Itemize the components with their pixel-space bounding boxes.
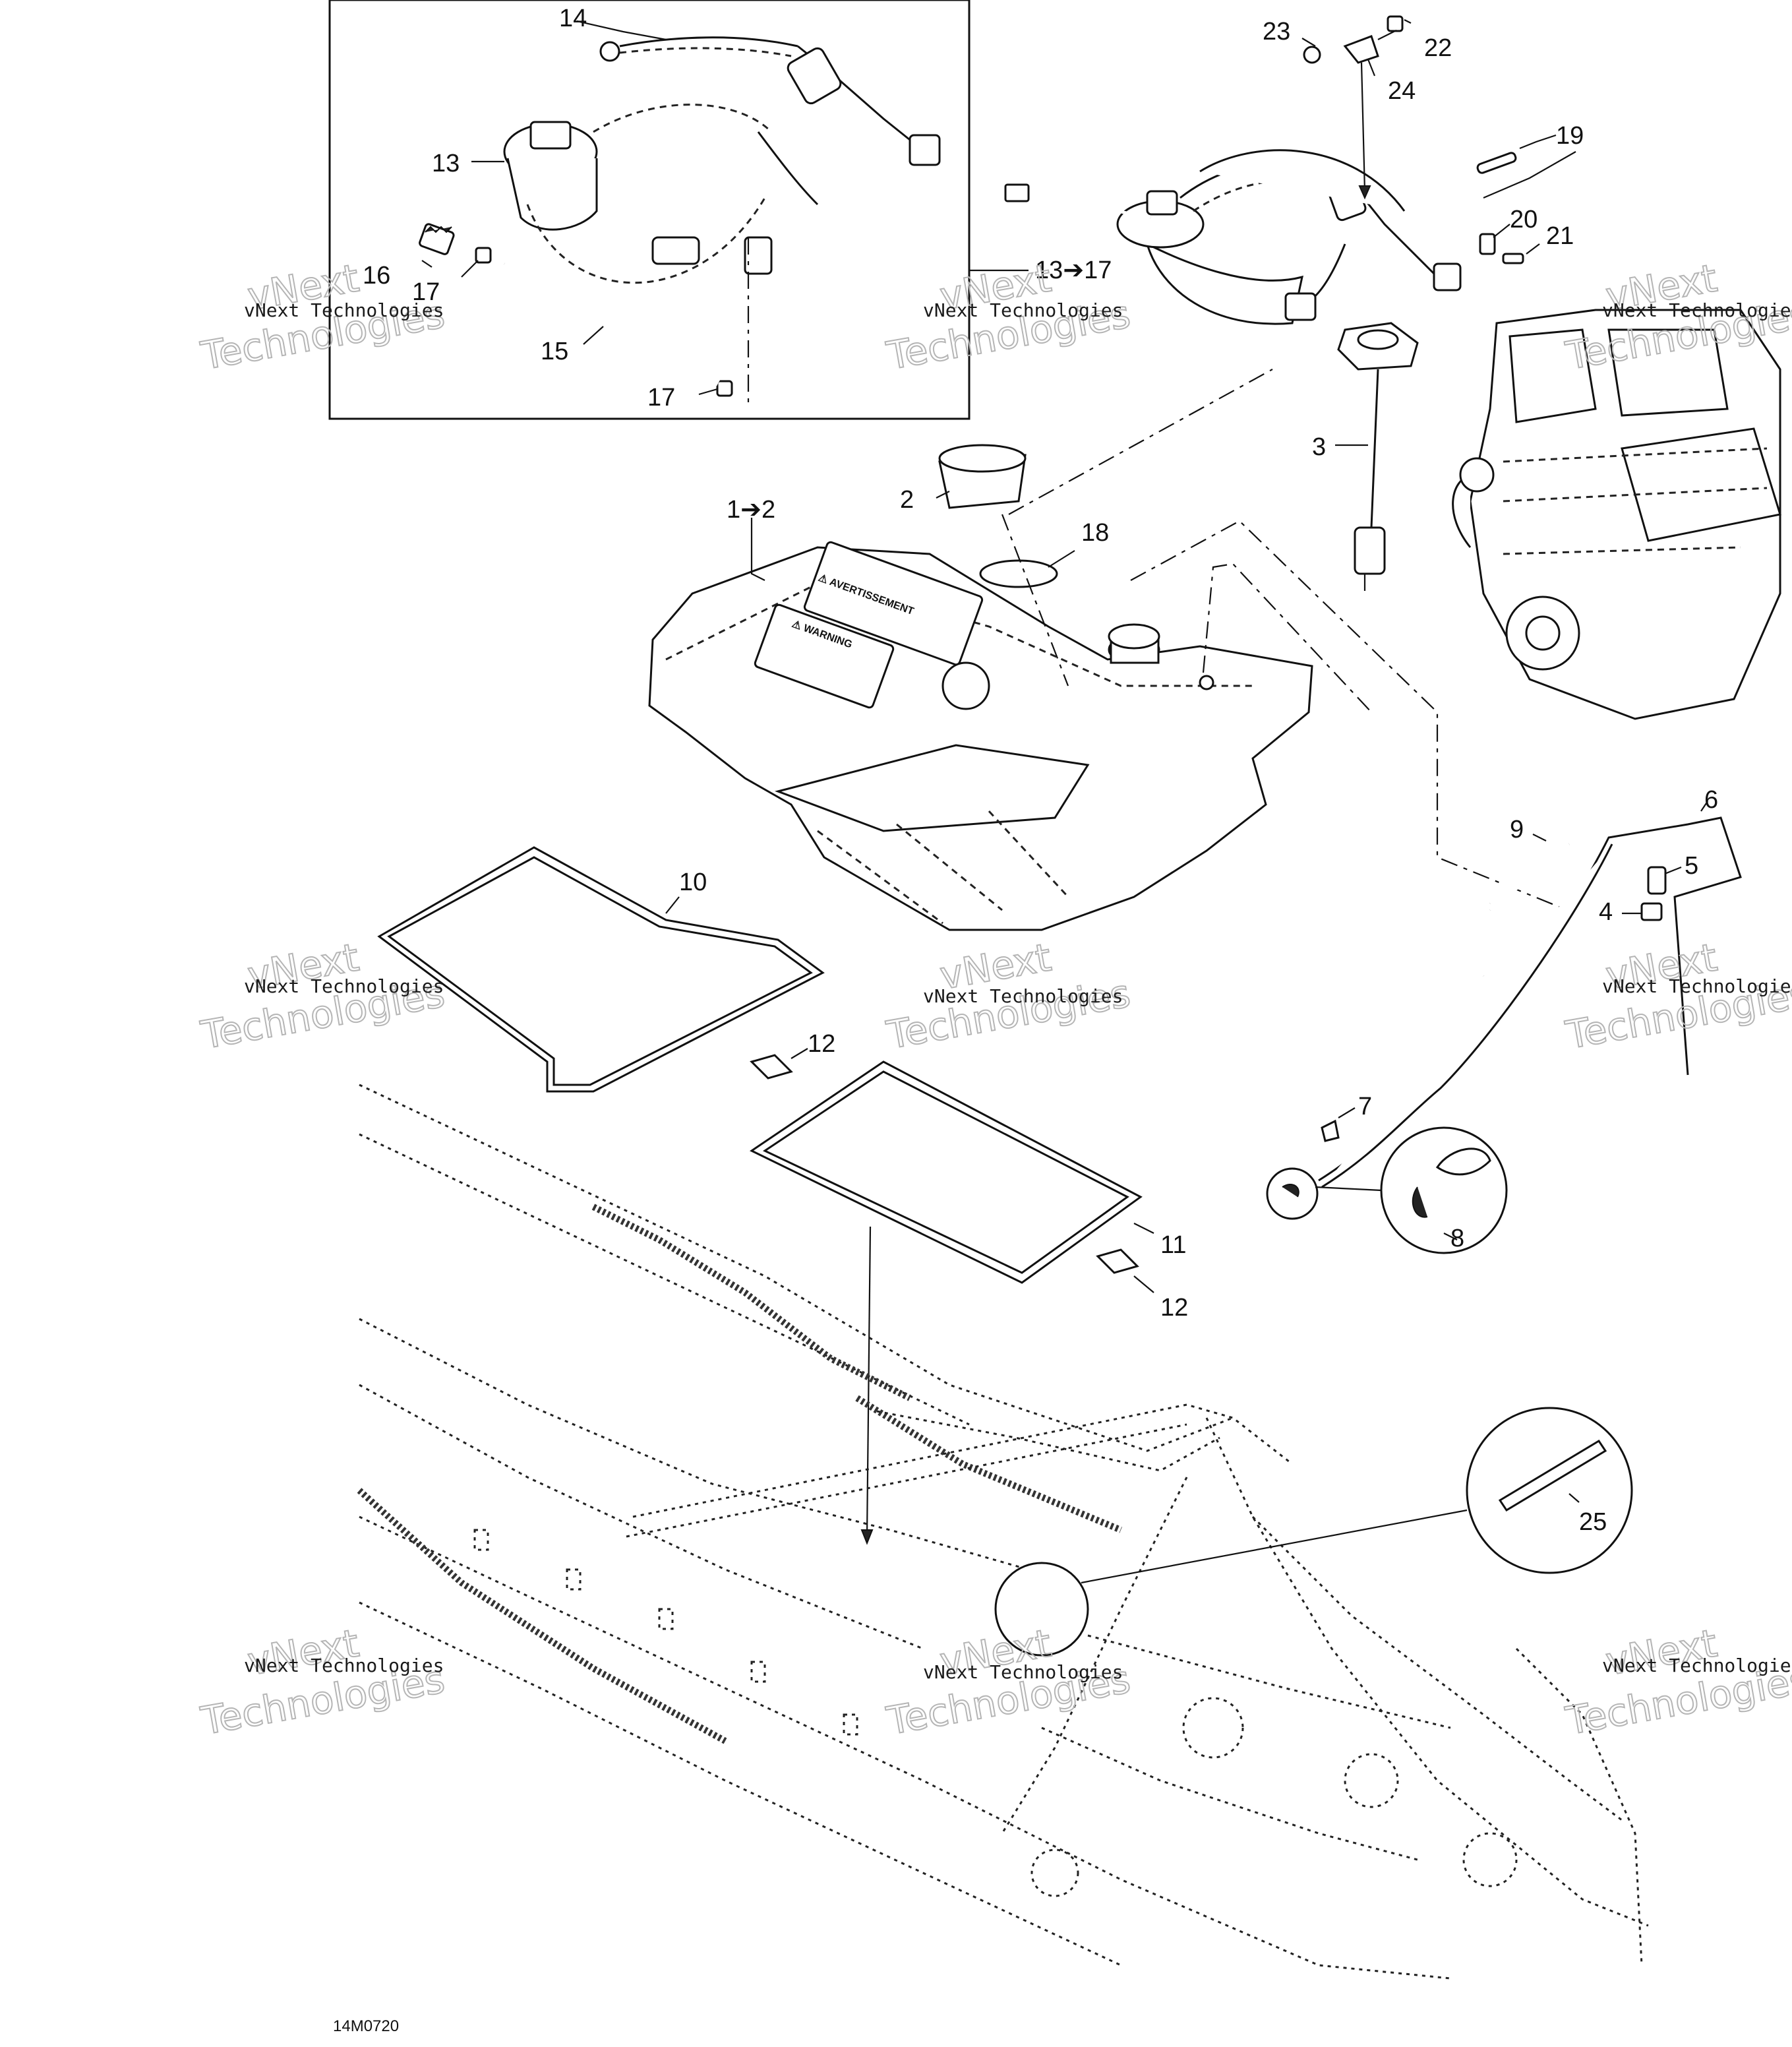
- fuel-hose-assembly: [599, 36, 941, 166]
- svg-text:vNext Technologies: vNext Technologies: [923, 1661, 1123, 1683]
- adhesive-tab: [750, 1054, 1139, 1274]
- callout-7: 7: [1358, 1093, 1372, 1120]
- hose-clamp-lower: [716, 380, 733, 397]
- callout-23: 23: [1263, 18, 1290, 46]
- detail-inset-box: 14 13 16 17 15 17: [328, 0, 971, 420]
- callout-8: 8: [1450, 1225, 1464, 1252]
- fuel-level-sender: [1337, 322, 1419, 594]
- engine-block: [1452, 309, 1781, 720]
- callout-1-2: 1➔2: [727, 496, 775, 524]
- filler-neck-seal: [979, 559, 1058, 588]
- svg-text:vNext Technologies: vNext Technologies: [244, 975, 444, 997]
- clamp-20: [1479, 233, 1496, 255]
- callout-9: 9: [1510, 816, 1524, 843]
- svg-text:vNext Technologies: vNext Technologies: [244, 299, 444, 321]
- callout-10: 10: [679, 869, 707, 896]
- fuel-pump-assembled: [1004, 149, 1462, 325]
- watermark-9: vNext Technologies vNext Technologies: [1562, 1620, 1792, 1744]
- callout-3: 3: [1312, 433, 1326, 461]
- chassis-frame: [357, 1084, 1649, 1980]
- fuel-connector: [419, 223, 455, 255]
- callout-20: 20: [1510, 206, 1538, 233]
- svg-text:vNext Technologies: vNext Technologies: [1602, 299, 1792, 321]
- callout-15: 15: [541, 338, 568, 365]
- fuel-pump-module: [503, 104, 819, 284]
- fuel-cap: [938, 444, 1027, 509]
- heat-shield-pad-11: [750, 1060, 1143, 1284]
- screw-21: [1502, 253, 1524, 264]
- heat-shield-pad-10: [377, 846, 825, 1093]
- watermark-5: vNext Technologies vNext Technologies: [883, 934, 1135, 1058]
- callout-16: 16: [363, 262, 390, 290]
- hose-clamp-upper: [475, 247, 492, 264]
- svg-text:vNext Technologies: vNext Technologies: [923, 299, 1123, 321]
- callout-5: 5: [1685, 852, 1698, 880]
- callout-12-lower: 12: [1160, 1294, 1188, 1322]
- callout-21: 21: [1546, 222, 1574, 250]
- callout-17-upper: 17: [412, 278, 440, 306]
- watermark-8: vNext Technologies vNext Technologies: [883, 1620, 1135, 1744]
- rubber-strip-detail: [994, 1407, 1633, 1657]
- vent-hose-assembly: [1318, 816, 1742, 1188]
- watermark-1: vNext Technologies vNext Technologies: [197, 255, 449, 379]
- callout-2: 2: [900, 486, 914, 514]
- bolt-and-bracket-hardware: [1303, 15, 1404, 200]
- callout-4: 4: [1599, 898, 1613, 926]
- callout-17-lower: 17: [647, 384, 675, 412]
- callout-6: 6: [1704, 786, 1718, 814]
- callout-19: 19: [1556, 122, 1584, 150]
- callout-22: 22: [1424, 34, 1452, 62]
- callout-12-upper: 12: [808, 1030, 835, 1058]
- cable-tie: [1476, 152, 1517, 174]
- svg-text:vNext Technologies: vNext Technologies: [1602, 1655, 1792, 1676]
- callout-18: 18: [1081, 519, 1109, 547]
- callout-25: 25: [1579, 1508, 1607, 1536]
- svg-text:vNext Technologies: vNext Technologies: [244, 1655, 444, 1676]
- figure-code: 14M0720: [333, 2017, 399, 2035]
- fuel-tank: ⚠ WARNING ⚠ AVERTISSEMENT: [648, 541, 1313, 931]
- watermark-7: vNext Technologies vNext Technologies: [197, 1620, 449, 1744]
- callout-11: 11: [1160, 1231, 1186, 1259]
- clip-detail: [1266, 1126, 1508, 1254]
- callout-24: 24: [1388, 77, 1416, 105]
- svg-text:vNext Technologies: vNext Technologies: [923, 985, 1123, 1007]
- svg-text:vNext Technologies: vNext Technologies: [1602, 975, 1792, 997]
- callout-13-17: 13➔17: [1035, 257, 1112, 284]
- callout-13: 13: [432, 150, 460, 177]
- callout-14: 14: [559, 5, 587, 32]
